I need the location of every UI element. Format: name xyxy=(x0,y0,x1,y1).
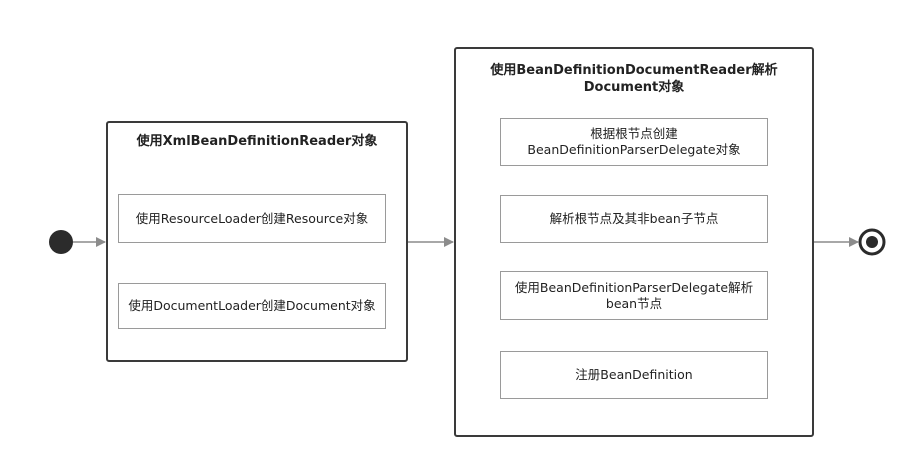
start-node xyxy=(49,230,73,254)
end-node xyxy=(858,228,886,256)
node-document-loader: 使用DocumentLoader创建Document对象 xyxy=(118,283,386,329)
node-create-delegate: 根据根节点创建BeanDefinitionParserDelegate对象 xyxy=(500,118,768,166)
node-parse-root: 解析根节点及其非bean子节点 xyxy=(500,195,768,243)
node-resource-loader: 使用ResourceLoader创建Resource对象 xyxy=(118,194,386,243)
group-document-reader-title: 使用BeanDefinitionDocumentReader解析Document… xyxy=(490,63,778,95)
node-parse-bean: 使用BeanDefinitionParserDelegate解析bean节点 xyxy=(500,271,768,320)
node-register-bean-definition: 注册BeanDefinition xyxy=(500,351,768,399)
group-xml-reader-title: 使用XmlBeanDefinitionReader对象 xyxy=(136,134,378,149)
